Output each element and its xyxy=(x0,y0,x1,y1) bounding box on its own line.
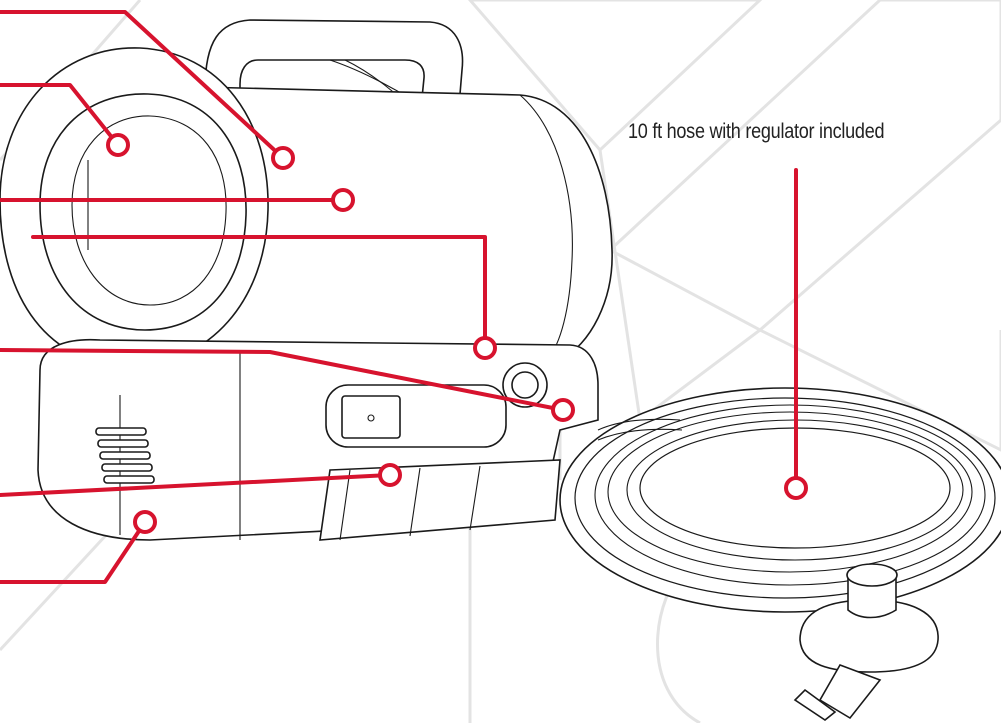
callout-marker-body xyxy=(331,188,355,212)
callout-marker-handle xyxy=(271,146,295,170)
callout-marker-ignition xyxy=(473,336,497,360)
callout-line-ring xyxy=(0,83,120,147)
vent-slots-icon xyxy=(95,427,155,484)
callout-line-knob xyxy=(0,348,565,412)
callout-marker-ring xyxy=(106,133,130,157)
callout-line-base xyxy=(0,520,147,584)
callout-marker-grille xyxy=(378,463,402,487)
callout-marker-hose xyxy=(784,476,808,500)
callout-leaders xyxy=(0,10,808,584)
portable-heater-illustration xyxy=(0,19,613,541)
callout-marker-base xyxy=(133,510,157,534)
coiled-hose-illustration xyxy=(559,387,1001,613)
regulator-illustration xyxy=(793,563,939,721)
control-knob-icon xyxy=(502,362,548,408)
callout-line-grille xyxy=(0,473,392,497)
callout-line-ignition xyxy=(31,235,487,350)
callout-line-handle xyxy=(0,10,285,160)
hose-callout-label: 10 ft hose with regulator included xyxy=(628,120,885,143)
callout-marker-knob xyxy=(551,398,575,422)
